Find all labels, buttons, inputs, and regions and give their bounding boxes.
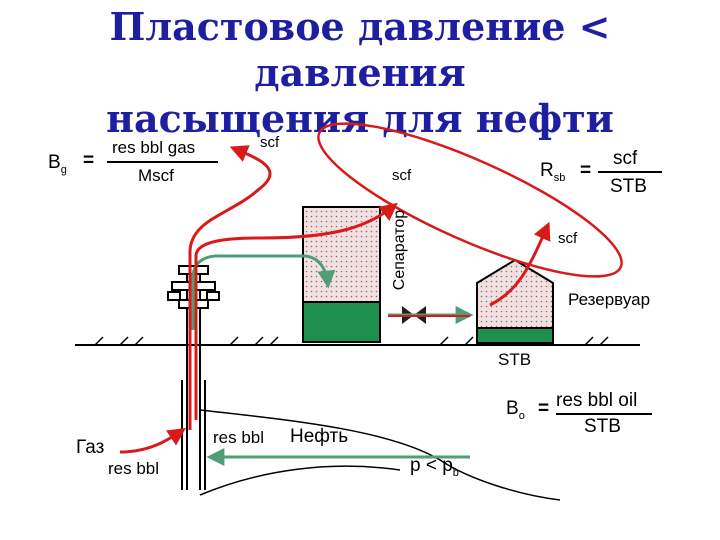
- ground-line: [75, 336, 640, 346]
- bo-denominator: STB: [584, 416, 621, 437]
- title-line-1: Пластовое давление < давления: [109, 4, 611, 95]
- slide-title: Пластовое давление < давления насыщения …: [0, 4, 720, 142]
- bg-symbol: Bg: [48, 152, 67, 176]
- pressure-label: p < pb: [410, 455, 459, 479]
- separator-vessel: [302, 206, 381, 343]
- res-bbl-gas-label: res bbl: [108, 459, 160, 478]
- bo-numerator: res bbl oil: [556, 390, 638, 411]
- scf-gas-label: scf: [260, 134, 280, 151]
- reservoir-label: Резервуар: [568, 290, 651, 309]
- separator-label: Сепаратор: [391, 209, 408, 291]
- rsb-equals: =: [580, 160, 592, 181]
- oil-label: Нефть: [290, 426, 349, 447]
- scf-tank-label: scf: [558, 230, 578, 247]
- stb-label: STB: [498, 350, 532, 369]
- scf-separator-label: scf: [392, 167, 412, 184]
- title-line-2: насыщения для нефти: [106, 96, 614, 141]
- rsb-numerator: scf: [613, 148, 638, 169]
- scf-group-ellipse: [317, 122, 623, 278]
- bo-equals: =: [538, 398, 550, 419]
- rsb-symbol: Rsb: [540, 160, 566, 184]
- bg-equals: =: [83, 150, 95, 171]
- bg-denominator: Mscf: [138, 166, 174, 185]
- reservoir-formation: [199, 409, 561, 501]
- gas-flow-arrows: [119, 145, 551, 454]
- storage-tank: [476, 258, 554, 344]
- gas-label: Газ: [76, 437, 105, 458]
- res-bbl-oil-label: res bbl: [213, 428, 265, 447]
- rsb-denominator: STB: [610, 176, 647, 197]
- bo-symbol: Bo: [506, 398, 525, 422]
- bg-numerator: res bbl gas: [112, 138, 196, 157]
